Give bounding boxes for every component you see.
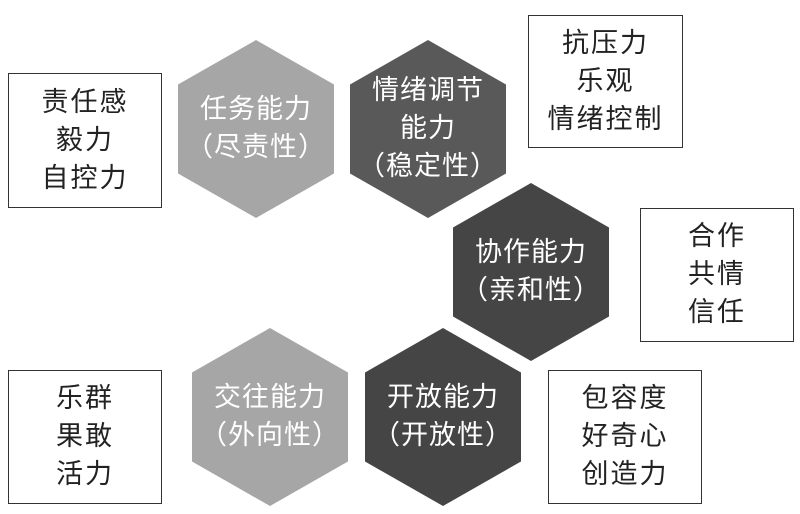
trait-text: 创造力 [581,459,669,490]
hex-openness-line-1: 开放能力 [387,382,499,413]
hex-cooperation-ability: 协作能力 （亲和性） [453,183,609,361]
trait-text: 自控力 [41,162,129,194]
box-social-traits: 乐群 果敢 活力 [8,370,162,504]
hex-social-line-2: （外向性） [200,420,340,451]
hex-cooperation-line-1: 协作能力 [475,237,587,268]
trait-text: 乐观 [576,65,635,97]
hex-social-ability: 交往能力 （外向性） [192,328,348,506]
hex-emotion-line-2: 能力 [400,113,456,144]
box-emotion-traits: 抗压力 乐观 情绪控制 [528,15,683,148]
trait-text: 果敢 [56,421,114,452]
trait-text: 乐群 [56,383,114,414]
trait-text: 毅力 [56,124,114,156]
hex-task-line-2: （尽责性） [186,132,326,163]
box-cooperation-traits: 合作 共情 信任 [640,208,794,342]
trait-text: 好奇心 [581,421,669,452]
hex-task-line-1: 任务能力 [200,94,312,125]
trait-text: 活力 [56,459,114,490]
hex-openness-ability: 开放能力 （开放性） [365,328,521,506]
hex-social-line-1: 交往能力 [214,382,326,413]
hex-cooperation-line-2: （亲和性） [461,275,601,306]
hex-emotion-line-3: （稳定性） [358,151,498,182]
hex-openness-line-2: （开放性） [373,420,513,451]
trait-text: 合作 [688,221,746,252]
box-task-traits: 责任感 毅力 自控力 [8,73,162,208]
hex-task-ability: 任务能力 （尽责性） [178,40,334,218]
trait-text: 责任感 [41,86,129,118]
box-openness-traits: 包容度 好奇心 创造力 [548,370,702,504]
trait-text: 信任 [688,297,746,328]
trait-text: 包容度 [581,383,669,414]
trait-text: 情绪控制 [547,103,664,135]
hex-emotion-regulation-ability: 情绪调节 能力 （稳定性） [350,40,506,218]
trait-text: 抗压力 [562,27,649,59]
trait-text: 共情 [688,259,746,290]
hex-emotion-line-1: 情绪调节 [372,75,484,106]
